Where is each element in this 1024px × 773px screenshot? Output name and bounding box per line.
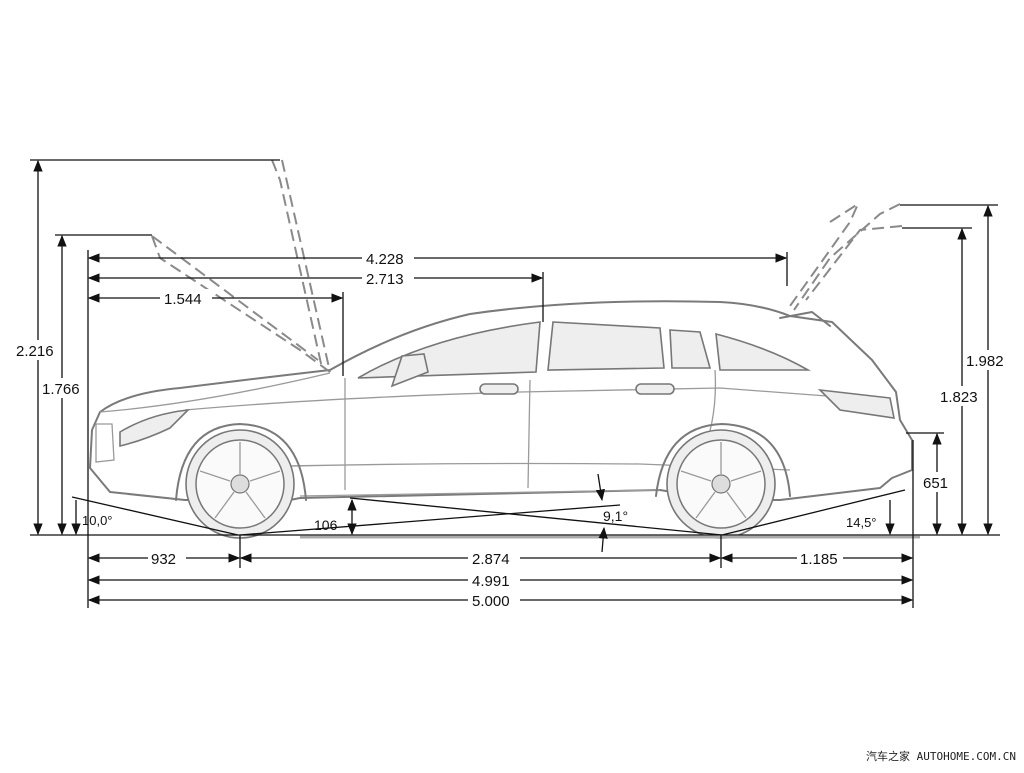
label-wheelbase: 2.874 [472,551,510,568]
label-overall-length: 4.991 [472,573,510,590]
label-total-length: 5.000 [472,593,510,610]
label-hood-length: 1.544 [164,291,202,308]
front-wheel [186,430,294,538]
label-rear-overhang: 1.185 [800,551,838,568]
label-breakover-angle: 9,1° [603,508,628,524]
rear-wheel [667,430,775,538]
label-height-tailgate: 1.982 [966,353,1004,370]
label-height-rear: 1.823 [940,389,978,406]
label-cabin-length: 2.713 [366,271,404,288]
label-front-overhang: 932 [151,551,176,568]
label-height-hood-open: 2.216 [16,343,54,360]
label-approach-angle: 10,0° [82,513,113,528]
breakover-line-rear [350,498,722,535]
watermark: 汽车之家 AUTOHOME.COM.CN [866,748,1016,764]
label-height-front: 1.766 [42,381,80,398]
label-rear-bumper-height: 651 [923,475,948,492]
breakover-line-front [240,505,620,535]
label-tailgate-open-length: 4.228 [366,251,404,268]
car-side-view [90,160,912,538]
label-departure-angle: 14,5° [846,515,877,530]
label-ground-clearance: 106 [314,517,338,533]
open-tailgate-outline [794,204,900,310]
